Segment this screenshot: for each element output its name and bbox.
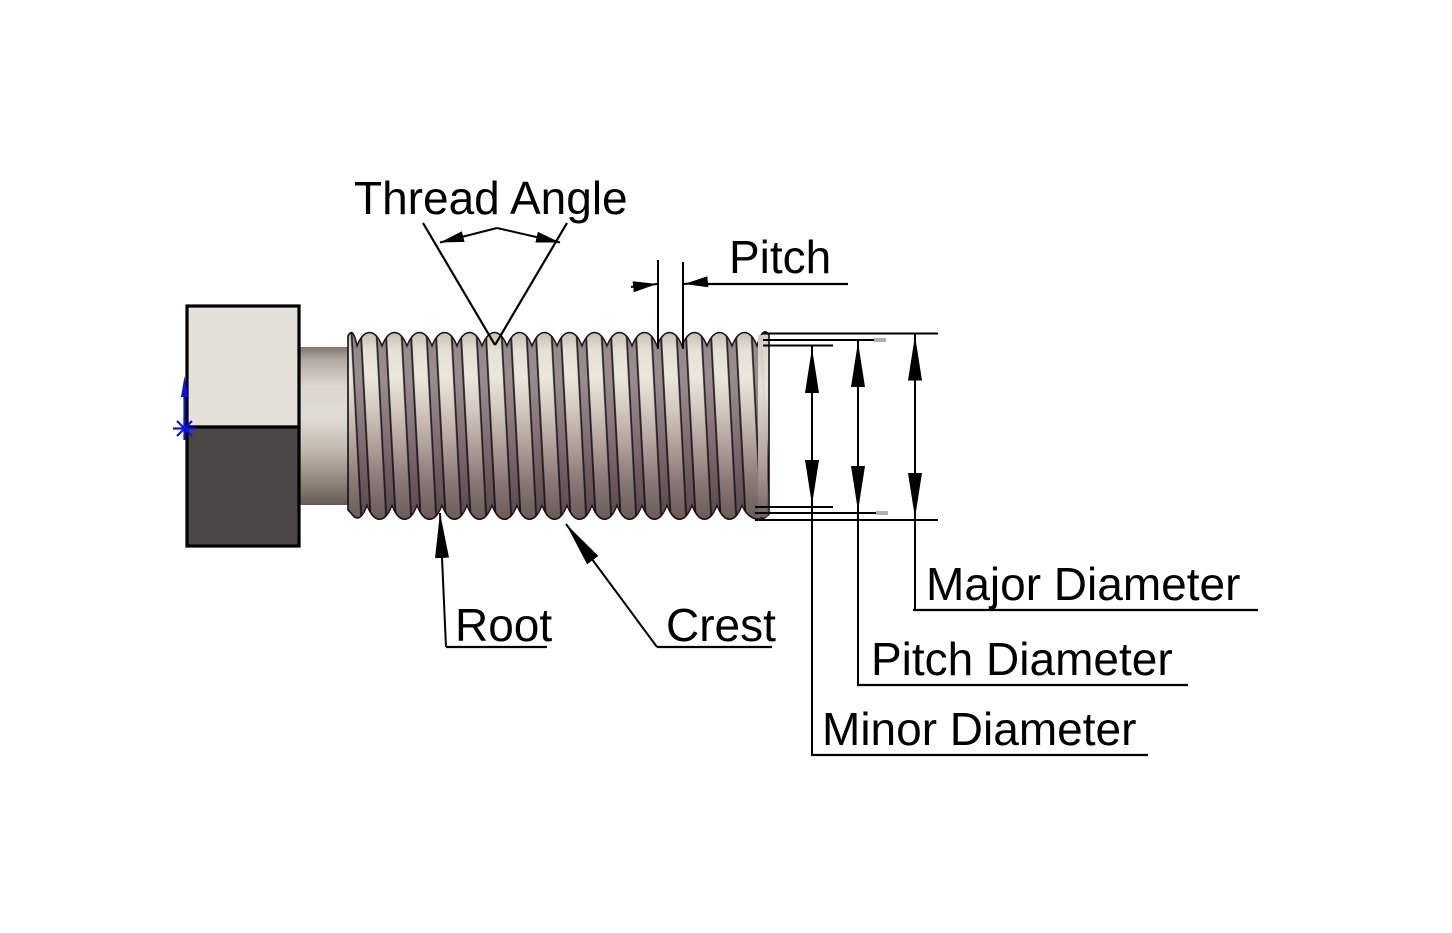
pitch-label: Pitch xyxy=(729,231,831,283)
bolt xyxy=(173,304,770,548)
angle-leg-left xyxy=(422,222,496,346)
thread-angle-callout: Thread Angle xyxy=(354,172,628,346)
pitch-arrow-right xyxy=(683,276,709,288)
root-leader-line xyxy=(435,512,450,648)
pitch-dimension: Pitch xyxy=(630,231,848,349)
major-diameter-label: Major Diameter xyxy=(926,558,1240,610)
pitch-diameter-dimension: Pitch Diameter xyxy=(851,340,1188,687)
threaded-shaft xyxy=(347,331,770,521)
minor-diameter-dimension: Minor Diameter xyxy=(805,346,1148,757)
diameter-extension-lines xyxy=(755,332,938,521)
root-callout: Root xyxy=(435,512,552,651)
crest-leader-line xyxy=(565,523,658,648)
thread-angle-label: Thread Angle xyxy=(354,172,628,224)
crest-label: Crest xyxy=(666,599,776,651)
bolt-head-bottom-facet xyxy=(185,425,301,548)
pitch-arrow-left xyxy=(630,281,658,293)
pitch-diameter-label: Pitch Diameter xyxy=(871,633,1173,685)
thread-end-face xyxy=(758,335,768,517)
bolt-shank xyxy=(299,347,355,505)
angle-arrow-left xyxy=(439,227,498,244)
angle-leg-right xyxy=(494,222,568,346)
origin-marker xyxy=(173,376,196,440)
angle-arrow-right xyxy=(496,227,561,244)
bolt-head-top-facet xyxy=(185,304,301,429)
crest-callout: Crest xyxy=(565,523,776,651)
bolt-head xyxy=(185,304,301,548)
thread-ridges-texture xyxy=(348,331,769,520)
major-diameter-dimension: Major Diameter xyxy=(908,334,1258,612)
root-label: Root xyxy=(455,599,552,651)
minor-diameter-label: Minor Diameter xyxy=(822,703,1136,755)
origin-arrow-head xyxy=(181,376,188,397)
origin-asterisk-icon xyxy=(173,418,196,440)
